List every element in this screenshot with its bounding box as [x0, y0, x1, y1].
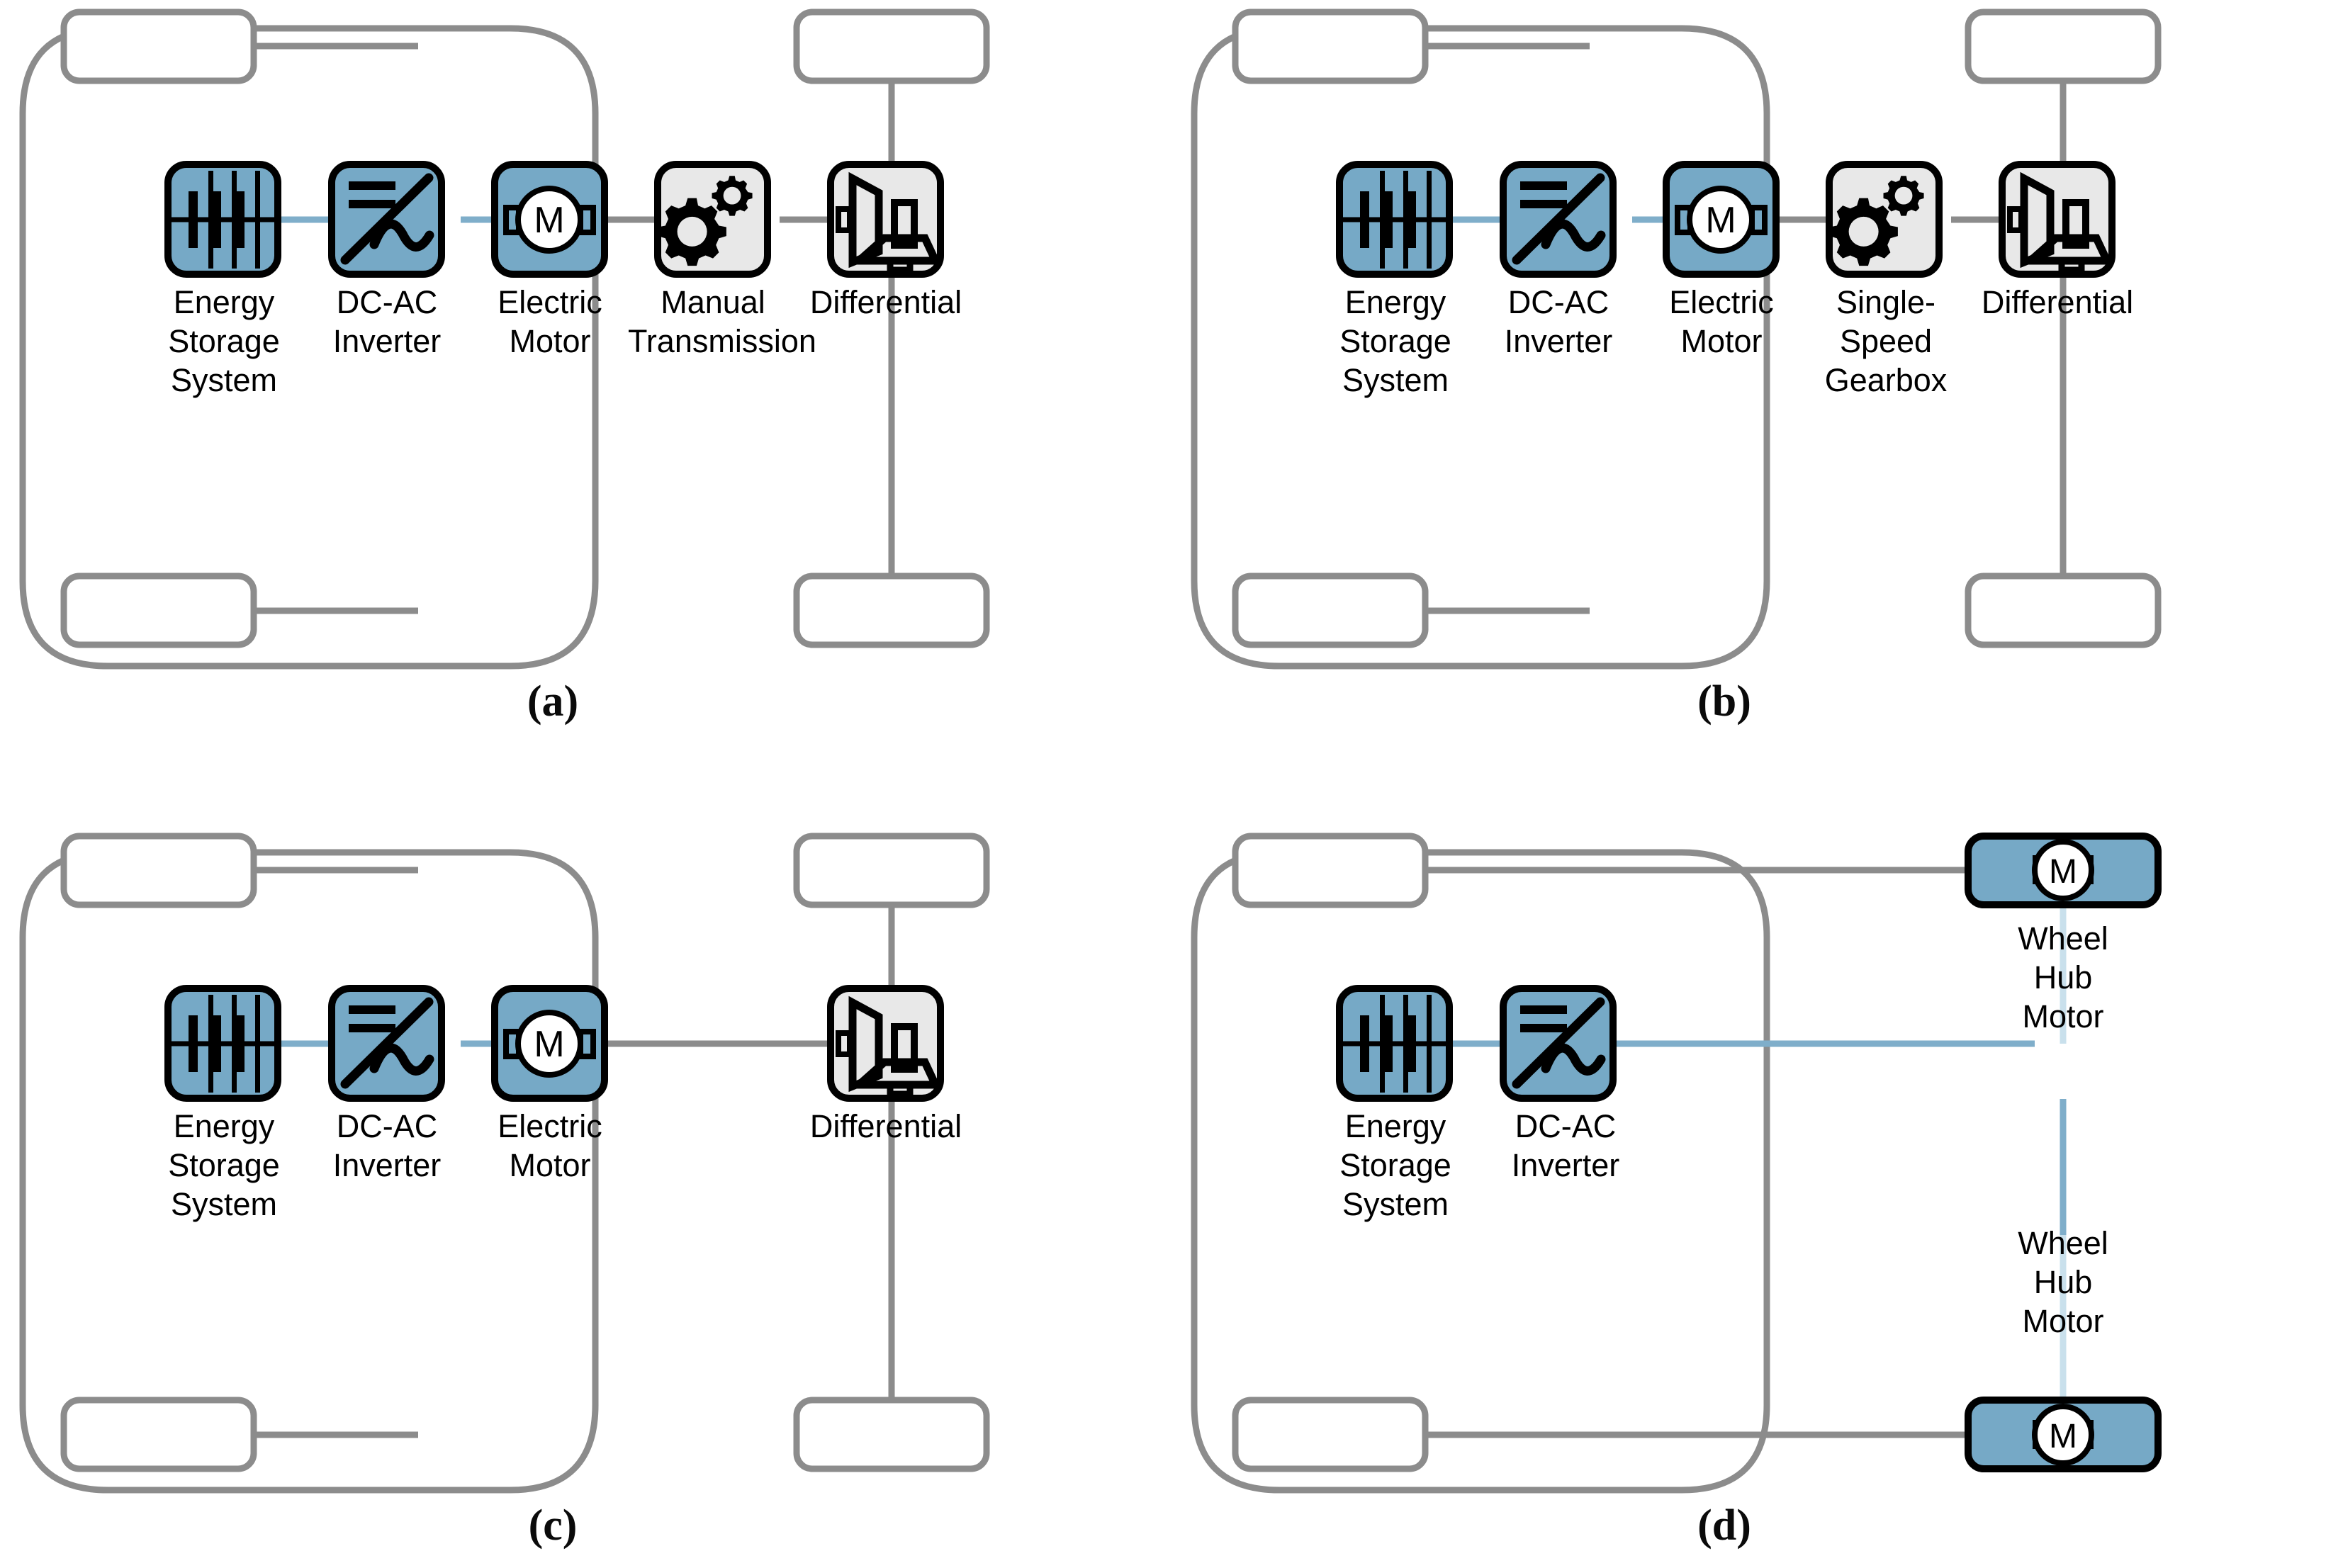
component-label-motor: Electric Motor [498, 284, 602, 359]
panel-b-diagram: M [1191, 9, 2162, 670]
battery-icon [164, 985, 281, 1102]
motor-icon: M [491, 985, 608, 1102]
gears-icon [1826, 161, 1943, 278]
wheel-front-left [60, 9, 257, 84]
panel-d-diagram: M M [1191, 833, 2162, 1494]
wheel-hub-motor-rear: M [1965, 1397, 2162, 1472]
panel-caption-d: (d) [1697, 1501, 1751, 1550]
component-label-transmission: Manual Transmission [628, 284, 816, 359]
component-label-inverter: DC-AC Inverter [1511, 1108, 1620, 1183]
battery-icon [1336, 985, 1453, 1102]
component-label-ess: Energy Storage System [1339, 284, 1451, 398]
component-label-ess: Energy Storage System [1339, 1108, 1451, 1222]
panel-caption-c: (c) [528, 1501, 578, 1550]
svg-text:M: M [2049, 1418, 2077, 1455]
component-label-motor: Electric Motor [498, 1108, 602, 1183]
wheel-rear-left [1232, 573, 1429, 648]
motor-icon: M [1663, 161, 1780, 278]
component-label-differential: Differential [1981, 284, 2134, 320]
component-label-inverter: DC-AC Inverter [332, 1108, 442, 1183]
wheel-front-left [1232, 9, 1429, 84]
component-label-hub-front: Wheel Hub Motor [2018, 920, 2108, 1034]
wheel-front-right [793, 9, 990, 84]
inverter-icon [328, 985, 445, 1102]
component-label-ess: Energy Storage System [168, 1108, 280, 1222]
panel-d: M M [1172, 824, 2343, 1568]
panel-a-diagram: M [19, 9, 990, 670]
chassis-outline [19, 849, 599, 1494]
component-label-gearbox: Single- Speed Gearbox [1824, 284, 1948, 398]
component-label-differential: Differential [809, 1108, 962, 1144]
panel-a: M [0, 0, 1172, 744]
panel-c-diagram: M [19, 833, 990, 1494]
chassis-outline [1191, 25, 1770, 670]
wheel-rear-left [1232, 1397, 1429, 1472]
component-label-inverter: DC-AC Inverter [332, 284, 442, 359]
motor-icon: M [491, 161, 608, 278]
differential-icon [827, 161, 944, 278]
wheel-rear-left [60, 573, 257, 648]
chassis-outline [1191, 849, 1770, 1494]
differential-icon [827, 985, 944, 1102]
wheel-rear-right [1965, 573, 2162, 648]
component-label-ess: Energy Storage System [168, 284, 280, 398]
panel-caption-a: (a) [527, 677, 579, 726]
wheel-front-left [60, 833, 257, 908]
panel-b: M Energy Stor [1172, 0, 2343, 744]
svg-text:M: M [1705, 200, 1736, 241]
component-label-differential: Differential [809, 284, 962, 320]
wheel-front-right [793, 833, 990, 908]
chassis-outline [19, 25, 599, 670]
panel-caption-b: (b) [1697, 677, 1751, 726]
svg-text:M: M [2049, 853, 2077, 891]
wheel-front-left [1232, 833, 1429, 908]
inverter-icon [1500, 161, 1617, 278]
component-label-motor: Electric Motor [1669, 284, 1774, 359]
svg-text:M: M [534, 200, 564, 241]
panel-c: M Energy Storage System DC-AC Inverter E… [0, 824, 1172, 1568]
battery-icon [164, 161, 281, 278]
wheel-hub-motor-front: M [1965, 833, 2162, 908]
wheel-rear-right [793, 573, 990, 648]
gears-icon [654, 161, 771, 278]
wheel-rear-right [793, 1397, 990, 1472]
svg-text:M: M [534, 1024, 564, 1065]
wheel-rear-left [60, 1397, 257, 1472]
wheel-front-right [1965, 9, 2162, 84]
battery-icon [1336, 161, 1453, 278]
inverter-icon [1500, 985, 1617, 1102]
inverter-icon [328, 161, 445, 278]
component-label-inverter: DC-AC Inverter [1504, 284, 1613, 359]
component-label-hub-rear: Wheel Hub Motor [2018, 1225, 2108, 1339]
differential-icon [1999, 161, 2116, 278]
